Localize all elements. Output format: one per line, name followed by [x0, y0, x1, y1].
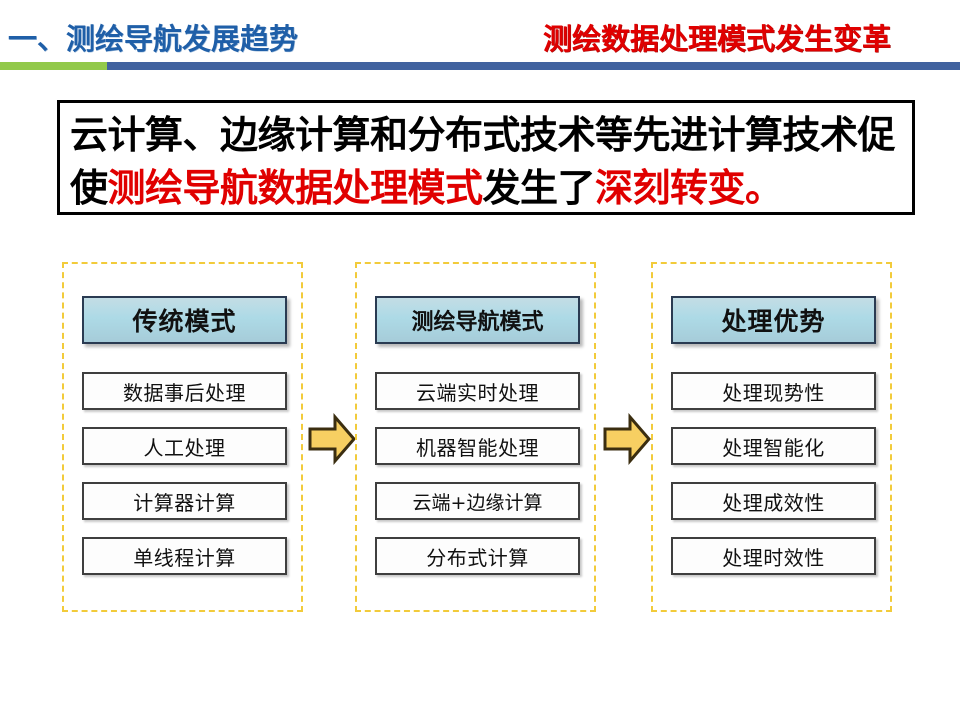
column-header-label: 测绘导航模式	[411, 310, 544, 335]
callout-line-2-segment-red-b: 深刻转变。	[595, 166, 783, 210]
callout-line-2-segment-black-a: 使	[70, 166, 108, 210]
list-item-label: 分布式计算	[426, 545, 529, 570]
list-item-label: 处理成效性	[722, 490, 825, 515]
arrow-right-icon	[602, 413, 652, 465]
list-item: 云端+边缘计算	[375, 482, 580, 520]
column-header-label: 处理优势	[721, 307, 826, 336]
list-item-label: 计算器计算	[133, 490, 236, 515]
list-item: 处理成效性	[671, 482, 876, 520]
callout-line-2-segment-red-a: 测绘导航数据处理模式	[107, 166, 484, 210]
column-header-surveying-navigation: 测绘导航模式	[375, 296, 580, 344]
list-item: 人工处理	[82, 427, 287, 465]
list-item-label: 云端实时处理	[416, 380, 539, 405]
column-header-traditional: 传统模式	[82, 296, 287, 344]
list-item: 分布式计算	[375, 537, 580, 575]
arrow-right-icon	[307, 413, 357, 465]
header-divider-green-segment	[0, 62, 107, 70]
list-item-label: 机器智能处理	[416, 435, 539, 460]
list-item-label: 处理智能化	[722, 435, 825, 460]
list-item-label: 处理现势性	[722, 380, 825, 405]
column-header-advantages: 处理优势	[671, 296, 876, 344]
callout-line-2: 使测绘导航数据处理模式发生了深刻转变。	[70, 162, 902, 215]
list-item: 单线程计算	[82, 537, 287, 575]
list-item-label: 人工处理	[143, 435, 226, 460]
callout-box: 云计算、边缘计算和分布式技术等先进计算技术促 使测绘导航数据处理模式发生了深刻转…	[57, 100, 915, 215]
header-divider-blue-segment	[107, 62, 960, 70]
list-item: 处理时效性	[671, 537, 876, 575]
list-item-label: 处理时效性	[722, 545, 825, 570]
list-item-label: 云端+边缘计算	[412, 491, 543, 514]
page-title: 一、测绘导航发展趋势	[8, 22, 299, 56]
diagram-column-advantages: 处理优势 处理现势性 处理智能化 处理成效性 处理时效性	[651, 262, 892, 612]
list-item: 机器智能处理	[375, 427, 580, 465]
list-item: 处理现势性	[671, 372, 876, 410]
list-item-label: 单线程计算	[133, 545, 236, 570]
list-item: 数据事后处理	[82, 372, 287, 410]
slide-header: 一、测绘导航发展趋势 测绘数据处理模式发生变革	[0, 0, 960, 72]
page-subtitle: 测绘数据处理模式发生变革	[543, 22, 892, 56]
process-diagram: 传统模式 数据事后处理 人工处理 计算器计算 单线程计算 测绘导航模式 云端实时…	[0, 255, 960, 625]
callout-line-1-text: 云计算、边缘计算和分布式技术等先进计算技术促	[70, 113, 896, 157]
column-header-label: 传统模式	[132, 307, 237, 336]
list-item-label: 数据事后处理	[123, 380, 246, 405]
diagram-column-traditional: 传统模式 数据事后处理 人工处理 计算器计算 单线程计算	[62, 262, 303, 612]
callout-line-2-segment-black-b: 发生了	[482, 166, 596, 210]
list-item: 云端实时处理	[375, 372, 580, 410]
list-item: 计算器计算	[82, 482, 287, 520]
callout-line-1: 云计算、边缘计算和分布式技术等先进计算技术促	[70, 109, 902, 162]
header-divider	[0, 62, 960, 70]
list-item: 处理智能化	[671, 427, 876, 465]
diagram-column-surveying-navigation: 测绘导航模式 云端实时处理 机器智能处理 云端+边缘计算 分布式计算	[355, 262, 596, 612]
